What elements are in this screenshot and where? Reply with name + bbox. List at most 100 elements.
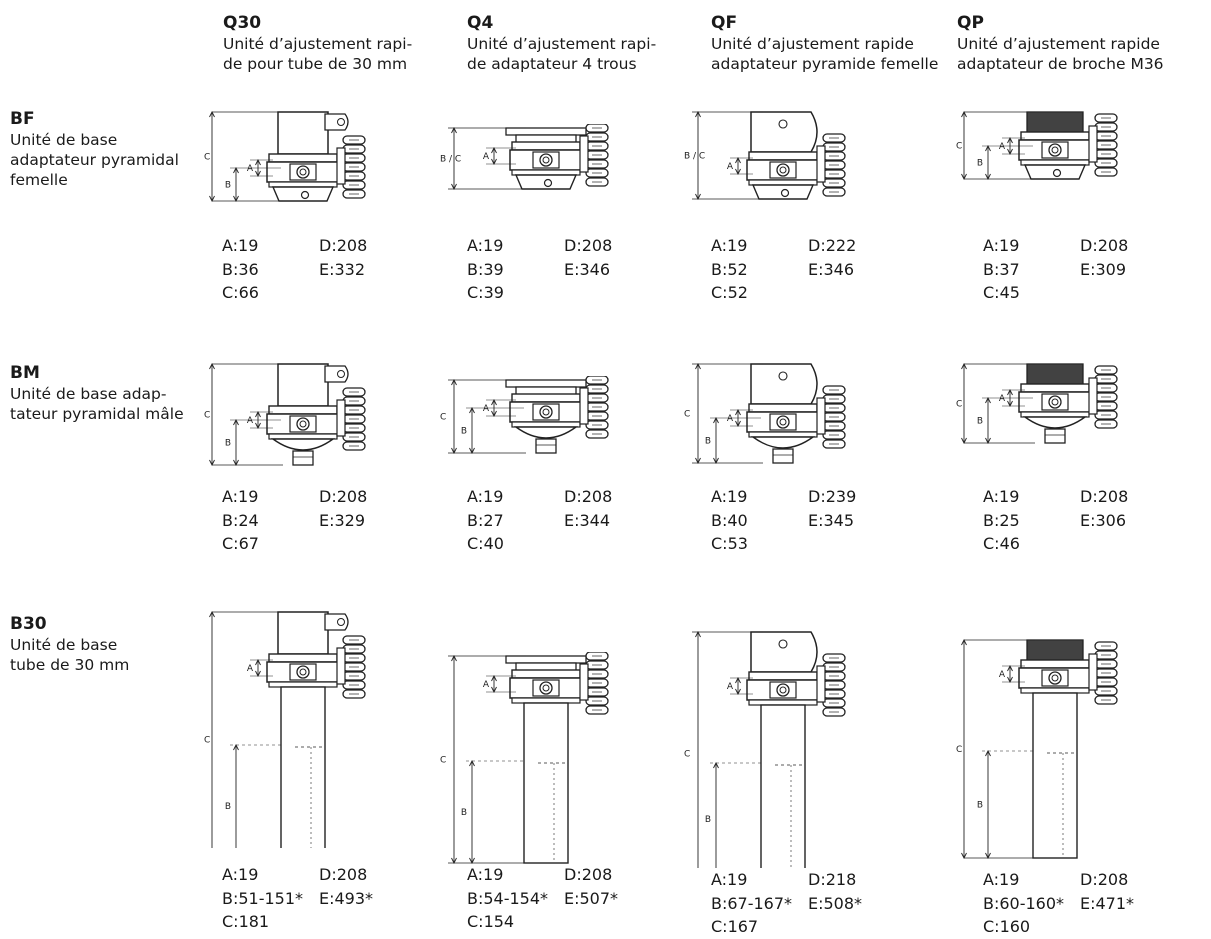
drawing-group: AB / C bbox=[684, 110, 846, 201]
arrow-head bbox=[985, 437, 991, 445]
dim-d: D:218 bbox=[808, 870, 857, 889]
side-screw bbox=[780, 188, 790, 198]
arrow-head bbox=[961, 362, 967, 370]
drawing-part bbox=[336, 147, 346, 185]
dimension-label: C bbox=[204, 411, 210, 421]
threaded-spindle bbox=[1026, 111, 1084, 133]
column-code: Q4 bbox=[467, 13, 494, 33]
arrow-head bbox=[451, 126, 457, 134]
row-description: Unité de base adaptateur pyramidal femel… bbox=[10, 131, 179, 189]
arrow-head bbox=[961, 173, 967, 181]
dimension-label: A bbox=[247, 164, 254, 174]
drawing-group: ABC bbox=[204, 110, 366, 203]
center-screw-inner bbox=[779, 686, 787, 694]
row-description: Unité de base adap- tateur pyramidal mâl… bbox=[10, 385, 184, 423]
dim-b: B:37 bbox=[983, 259, 1020, 279]
drawing-part bbox=[523, 702, 569, 864]
dimension-label: A bbox=[247, 664, 254, 674]
drawing-part bbox=[535, 438, 557, 454]
adjustment-knob bbox=[816, 653, 846, 717]
dimension-label: C bbox=[684, 750, 690, 760]
drawing-part bbox=[277, 611, 329, 655]
drawing-part bbox=[579, 387, 589, 425]
drawing-bf-qp: ABC bbox=[956, 110, 1118, 181]
dimension-label: C bbox=[956, 400, 962, 410]
dim-d: D:208 bbox=[1080, 870, 1129, 889]
dim-e: E:508* bbox=[808, 893, 863, 913]
center-screw-inner bbox=[542, 408, 550, 416]
dimension-label: B bbox=[225, 802, 231, 812]
drawing-part bbox=[511, 393, 581, 403]
column-header-q30: Q30 Unité d’ajustement rapi- de pour tub… bbox=[223, 12, 473, 74]
drawing-group: ABC bbox=[956, 362, 1118, 445]
dim-b: B:27 bbox=[467, 510, 504, 530]
dimension-label: B bbox=[977, 159, 983, 169]
dim-b: B:60-160* bbox=[983, 893, 1065, 913]
drawing-part bbox=[292, 450, 314, 466]
dimension-label: B bbox=[225, 181, 231, 191]
dimension-label: A bbox=[727, 162, 734, 172]
drawing-part bbox=[772, 448, 794, 464]
clamp-bolt bbox=[337, 618, 345, 626]
row-header-bm: BM Unité de base adap- tateur pyramidal … bbox=[10, 362, 210, 424]
column-description: Unité d’ajustement rapi- de adaptateur 4… bbox=[467, 35, 657, 73]
drawing-part bbox=[760, 704, 806, 868]
screw bbox=[778, 119, 788, 129]
drawing-part bbox=[748, 671, 818, 681]
dimension-label: B bbox=[461, 427, 467, 437]
drawing-part bbox=[579, 663, 589, 701]
arrow-head bbox=[451, 183, 457, 191]
dim-d: D:208 bbox=[319, 236, 368, 255]
dimension-label: A bbox=[483, 404, 490, 414]
screw bbox=[778, 639, 788, 649]
dimension-label: B bbox=[977, 801, 983, 811]
dim-c: C:45 bbox=[983, 283, 1020, 302]
dim-b: B:36 bbox=[222, 259, 259, 279]
dim-c: C:52 bbox=[711, 283, 748, 302]
dimension-label: C bbox=[440, 413, 446, 423]
adjustment-knob bbox=[579, 124, 609, 187]
drawing-part bbox=[511, 141, 581, 151]
dimension-label: C bbox=[440, 756, 446, 766]
dim-b: B:24 bbox=[222, 510, 259, 530]
dim-b: B:40 bbox=[711, 510, 748, 530]
dim-c: C:53 bbox=[711, 534, 748, 553]
arrow-head bbox=[961, 437, 967, 445]
dimension-label: A bbox=[999, 142, 1006, 152]
dim-a: A:19 bbox=[222, 487, 259, 506]
dim-a: A:19 bbox=[711, 236, 748, 255]
adjustment-knob bbox=[1088, 365, 1118, 429]
dim-b: B:54-154* bbox=[467, 888, 549, 908]
dim-a: A:19 bbox=[983, 870, 1020, 889]
drawing-part bbox=[816, 397, 826, 435]
row-code: BM bbox=[10, 363, 40, 383]
dimension-label: A bbox=[999, 394, 1006, 404]
arrow-head bbox=[469, 447, 475, 455]
dim-c: C:66 bbox=[222, 283, 259, 302]
center-screw-inner bbox=[542, 156, 550, 164]
drawing-part bbox=[579, 135, 589, 173]
dim-b: B:51-151* bbox=[222, 888, 304, 908]
arrow-head bbox=[209, 195, 215, 203]
dim-e: E:493* bbox=[319, 888, 374, 908]
dim-e: E:344 bbox=[564, 510, 611, 530]
clamp-ear bbox=[324, 113, 349, 131]
threaded-spindle bbox=[1026, 639, 1084, 661]
dome-base bbox=[513, 426, 579, 439]
side-screw bbox=[1052, 168, 1062, 178]
drawing-b30-qf: ABC bbox=[684, 630, 846, 868]
column-header-qf: QF Unité d’ajustement rapide adaptateur … bbox=[711, 12, 961, 74]
adjustment-knob bbox=[1088, 113, 1118, 177]
dim-d: D:208 bbox=[319, 865, 368, 884]
arrow-head bbox=[961, 852, 967, 860]
adjustment-knob bbox=[336, 387, 366, 451]
drawing-part bbox=[1020, 687, 1090, 694]
dimension-label: A bbox=[727, 414, 734, 424]
dim-c: C:39 bbox=[467, 283, 504, 302]
drawing-part bbox=[1020, 131, 1090, 141]
drawing-part bbox=[1044, 428, 1066, 444]
dim-d: D:208 bbox=[564, 487, 613, 506]
drawing-part bbox=[277, 111, 329, 155]
column-description: Unité d’ajustement rapi- de pour tube de… bbox=[223, 35, 413, 73]
arrow-head bbox=[233, 459, 239, 467]
